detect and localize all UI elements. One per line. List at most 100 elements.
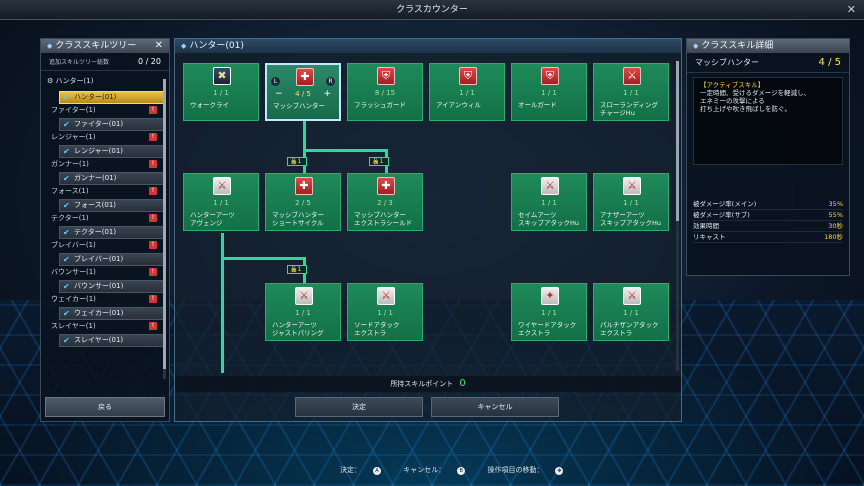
warning-icon: !: [149, 241, 157, 249]
tree-sub-item[interactable]: テクター(1)!: [45, 212, 165, 224]
confirm-button[interactable]: 決定: [295, 397, 423, 417]
skill-icon: ⚔: [623, 177, 641, 195]
tree-item[interactable]: ✔レンジャー(01): [59, 145, 165, 158]
close-icon[interactable]: ✕: [154, 40, 163, 51]
stat-label: 被ダメージ率(メイン): [693, 200, 757, 208]
check-icon: ✔: [63, 228, 70, 237]
tree-item[interactable]: ✔ ハンター(01): [59, 91, 165, 104]
button-b-icon: B: [457, 467, 466, 475]
warning-icon: !: [149, 187, 157, 195]
tree-sub-item[interactable]: ウェイカー(1)!: [45, 293, 165, 305]
tree-item-label: ファイター(01): [74, 120, 124, 128]
skill-icon: ⚔: [295, 287, 313, 305]
tree-sub-item[interactable]: レンジャー(1)!: [45, 131, 165, 143]
stat-label: 効果時間: [693, 222, 719, 230]
skill-name: オールガード: [518, 101, 557, 109]
skill-level: 1 / 1: [623, 309, 639, 317]
minus-button[interactable]: −: [275, 89, 283, 99]
tree-scrollbar[interactable]: [163, 79, 166, 379]
right-panel-title: クラススキル詳細: [701, 41, 774, 51]
connector-line: [221, 257, 305, 260]
tree-item-label: テクター(01): [74, 228, 117, 236]
skill-name: ハンターアーツ アヴェンジ: [190, 211, 235, 227]
skill-type-tag: 【アクティブスキル】: [700, 81, 765, 89]
check-icon: ✔: [63, 174, 70, 183]
warning-icon: !: [149, 295, 157, 303]
stat-row: 被ダメージ率(メイン)35%: [693, 199, 843, 210]
tree-item[interactable]: ✔ フォース(01): [59, 199, 165, 212]
tree-item[interactable]: ✔ガンナー(01): [59, 172, 165, 185]
warning-icon: !: [149, 214, 157, 222]
tree-item[interactable]: ✔ファイター(01): [59, 118, 165, 131]
lb-button-icon: L: [271, 77, 280, 86]
tree-item[interactable]: ✔ウェイカー(01): [59, 307, 165, 320]
tree-item[interactable]: ✔ブレイバー(01): [59, 253, 165, 266]
tree-sub-label: ガンナー(1): [51, 160, 89, 168]
skill-level: 1 / 1: [623, 199, 639, 207]
tree-sub-item[interactable]: バウンサー(1)!: [45, 266, 165, 278]
tree-item-label: フォース(01): [74, 201, 117, 209]
tree-sub-label: テクター(1): [51, 214, 89, 222]
tree-sub-item[interactable]: ガンナー(1)!: [45, 158, 165, 170]
skill-name: セイムアーツ スキップアタックHu: [518, 211, 580, 227]
tree-list: ⚙ ハンター(1) ✔ハンター(01)ファイター(1)!✔ファイター(01)レン…: [41, 71, 169, 347]
panel-header: ◆クラススキル詳細: [687, 39, 849, 53]
tree-sub-label: ファイター(1): [51, 106, 96, 114]
skill-level: 1 / 1: [459, 89, 475, 97]
class-skill-tree-panel: ◆クラススキルツリー ✕ 追加スキルツリー総数 0 / 20 ⚙ ハンター(1)…: [40, 38, 170, 422]
check-icon: ✔: [63, 93, 70, 102]
close-icon[interactable]: ✕: [846, 3, 856, 16]
back-button[interactable]: 戻る: [45, 397, 165, 417]
skill-name: マッシブハンター エクストラシールド: [354, 211, 413, 227]
points-label: 所持スキルポイント: [390, 380, 454, 388]
hint-cancel: キャンセル：B: [403, 466, 475, 475]
grid-scrollbar[interactable]: [676, 61, 679, 371]
tree-sub-item[interactable]: ブレイバー(1)!: [45, 239, 165, 251]
tree-item-label: レンジャー(01): [74, 147, 124, 155]
plus-button[interactable]: +: [323, 89, 331, 99]
tree-item-label: ハンター(01): [74, 93, 117, 101]
skill-icon: ⛨: [459, 67, 477, 85]
check-icon: ✔: [63, 201, 70, 210]
connector-line: [303, 121, 306, 151]
cancel-button[interactable]: キャンセル: [431, 397, 559, 417]
panel-header: ◆ハンター(01): [175, 39, 681, 53]
tree-item[interactable]: ✔バウンサー(01): [59, 280, 165, 293]
skill-level: 1 / 1: [541, 309, 557, 317]
window-title: クラスカウンター: [396, 5, 468, 15]
tree-item-label: バウンサー(01): [74, 282, 124, 290]
unlock-requirement-badge: 🔓1: [287, 265, 307, 274]
tree-item[interactable]: ✔ テクター(01): [59, 226, 165, 239]
stat-value: 55%: [828, 211, 843, 219]
diamond-icon: ◆: [47, 42, 53, 50]
tree-sub-item[interactable]: スレイヤー(1)!: [45, 320, 165, 332]
hint-move: 操作項目の移動：✥: [487, 466, 564, 475]
tree-sub-item[interactable]: ファイター(1)!: [45, 104, 165, 116]
stat-value: 180秒: [824, 233, 843, 241]
skill-description: 【アクティブスキル】 一定時間、受けるダメージを軽減し、 エネミーの攻撃による …: [693, 77, 843, 165]
skill-level: 4 / 5: [818, 57, 841, 68]
tree-sub-item[interactable]: フォース(1)!: [45, 185, 165, 197]
skill-name: マッシブハンター ショートサイクル: [272, 211, 324, 227]
tree-item[interactable]: ✔スレイヤー(01): [59, 334, 165, 347]
diamond-icon: ◆: [181, 42, 187, 50]
diamond-icon: ◆: [693, 42, 699, 50]
skill-name: フラッシュガード: [354, 101, 406, 109]
skill-icon: ⚔: [541, 177, 559, 195]
